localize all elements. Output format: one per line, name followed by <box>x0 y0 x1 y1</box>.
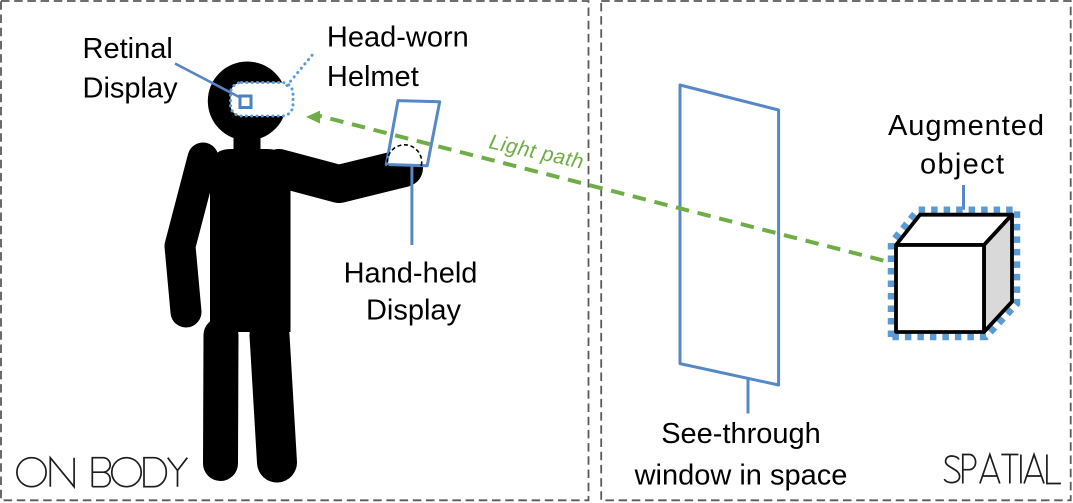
svg-text:window in space: window in space <box>634 459 848 491</box>
svg-text:Head-worn: Head-worn <box>327 21 469 53</box>
svg-text:object: object <box>920 149 1004 181</box>
svg-text:Retinal: Retinal <box>83 33 173 65</box>
svg-text:Hand-held: Hand-held <box>344 258 478 290</box>
svg-text:Helmet: Helmet <box>327 61 419 93</box>
svg-text:Augmented: Augmented <box>888 110 1044 142</box>
svg-text:See-through: See-through <box>661 418 821 450</box>
svg-text:Display: Display <box>83 73 179 105</box>
svg-text:Display: Display <box>366 294 462 326</box>
